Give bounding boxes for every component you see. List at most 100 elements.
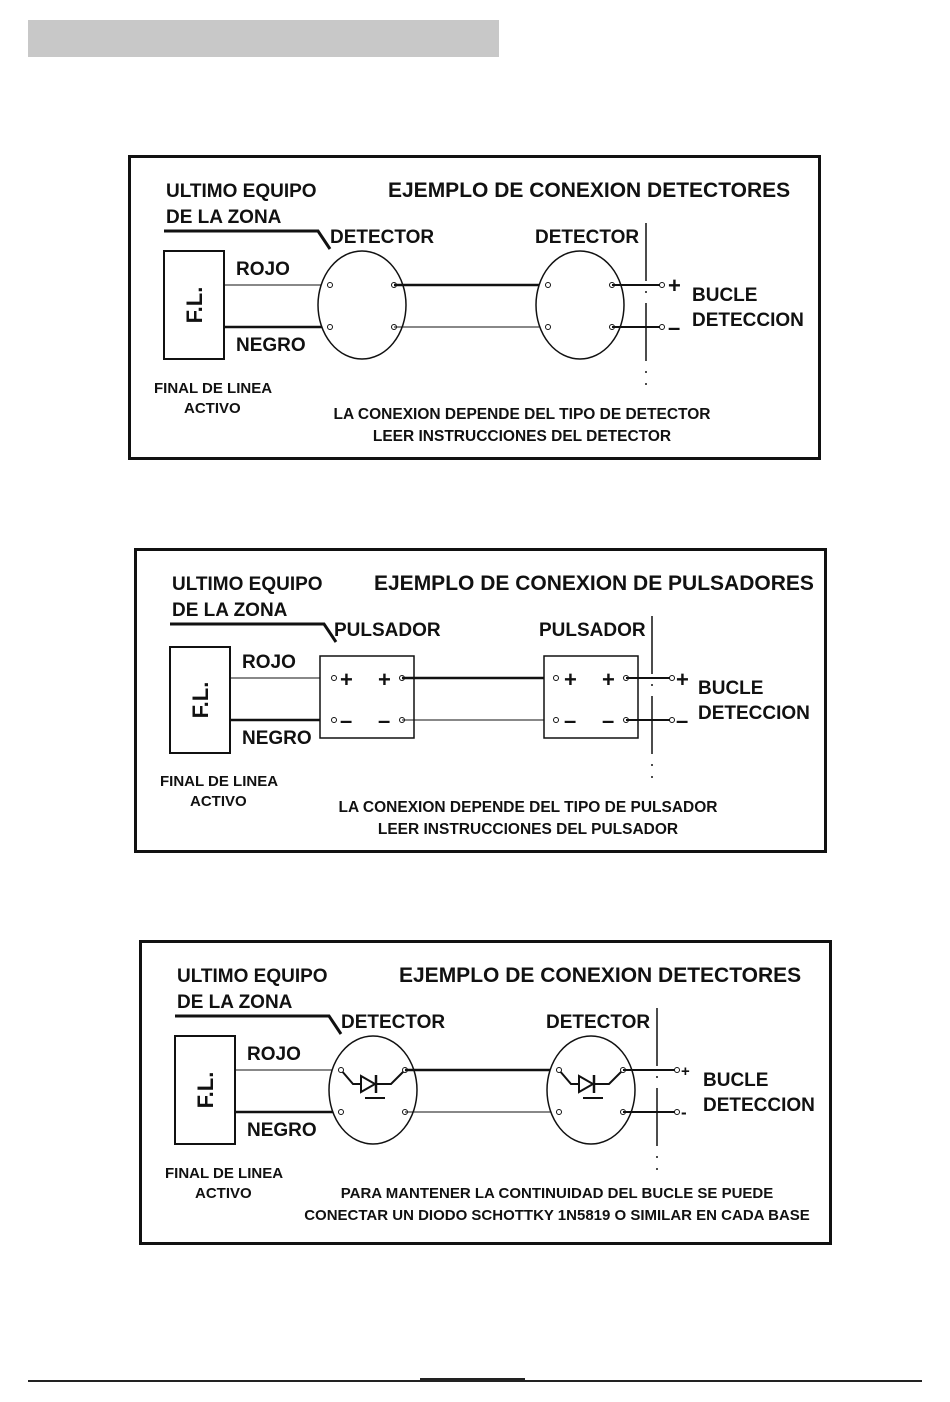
terminal bbox=[331, 717, 337, 723]
terminal bbox=[338, 1067, 344, 1073]
wire-top-label: ROJO bbox=[242, 652, 296, 673]
fl-caption-line1: FINAL DE LINEA bbox=[160, 773, 278, 790]
minus-sign: – bbox=[340, 708, 352, 733]
diagram-frame bbox=[128, 155, 821, 460]
loop-label-line1: BUCLE bbox=[692, 285, 757, 306]
header-bar bbox=[28, 20, 499, 57]
fl-caption-line2: ACTIVO bbox=[184, 400, 241, 417]
minus-sign: – bbox=[378, 708, 390, 733]
pushbutton-left bbox=[319, 655, 415, 739]
fl-box bbox=[169, 646, 231, 754]
fl-caption-line2: ACTIVO bbox=[190, 793, 247, 810]
fl-label: F.L. bbox=[188, 682, 213, 719]
footer-rule bbox=[28, 1380, 922, 1382]
pointer-arrow bbox=[164, 229, 332, 250]
loop-label-line2: DETECCION bbox=[692, 310, 804, 331]
detector-right bbox=[535, 250, 625, 360]
minus-sign: – bbox=[668, 315, 680, 340]
minus-sign: - bbox=[681, 1103, 687, 1122]
device-left-label: DETECTOR bbox=[341, 1012, 445, 1033]
detector-left bbox=[317, 250, 407, 360]
fl-box bbox=[163, 250, 225, 360]
pointer-arrow bbox=[175, 1014, 343, 1035]
terminal bbox=[556, 1067, 562, 1073]
loop-label-line1: BUCLE bbox=[703, 1070, 768, 1091]
last-device-label-line1: ULTIMO EQUIPO bbox=[166, 181, 317, 202]
pushbutton-right bbox=[543, 655, 639, 739]
loop-terminal bbox=[659, 282, 665, 288]
diagram-detectors-svg: EJEMPLO DE CONEXION DETECTORES ULTIMO EQ… bbox=[128, 155, 821, 460]
last-device-label-line1: ULTIMO EQUIPO bbox=[172, 574, 323, 595]
device-right-label: PULSADOR bbox=[539, 620, 646, 641]
pointer-arrow bbox=[170, 622, 338, 643]
loop-terminal bbox=[674, 1067, 680, 1073]
terminal bbox=[545, 282, 551, 288]
terminal bbox=[553, 717, 559, 723]
terminal bbox=[545, 324, 551, 330]
loop-label-line1: BUCLE bbox=[698, 678, 763, 699]
fl-label: F.L. bbox=[193, 1072, 218, 1109]
fl-caption-line1: FINAL DE LINEA bbox=[154, 380, 272, 397]
note-line2: LEER INSTRUCCIONES DEL DETECTOR bbox=[373, 428, 671, 445]
minus-sign: – bbox=[564, 708, 576, 733]
terminal bbox=[331, 675, 337, 681]
wire-top-label: ROJO bbox=[236, 259, 290, 280]
note-line1: LA CONEXION DEPENDE DEL TIPO DE DETECTOR bbox=[334, 406, 711, 423]
diagram-title: EJEMPLO DE CONEXION DETECTORES bbox=[388, 179, 790, 202]
fl-box bbox=[174, 1035, 236, 1145]
note-line2: CONECTAR UN DIODO SCHOTTKY 1N5819 O SIMI… bbox=[304, 1207, 810, 1224]
note-line1: PARA MANTENER LA CONTINUIDAD DEL BUCLE S… bbox=[341, 1185, 774, 1202]
diode-symbol bbox=[340, 1069, 406, 1099]
plus-sign: + bbox=[378, 667, 391, 692]
diode-symbol bbox=[558, 1069, 624, 1099]
device-right-label: DETECTOR bbox=[535, 227, 639, 248]
diagram-detectors: EJEMPLO DE CONEXION DETECTORES ULTIMO EQ… bbox=[128, 155, 822, 461]
terminal bbox=[327, 324, 333, 330]
diagram-detectors-diode-svg: EJEMPLO DE CONEXION DETECTORES ULTIMO EQ… bbox=[139, 940, 832, 1245]
minus-sign: – bbox=[676, 708, 688, 733]
diagram-frame bbox=[139, 940, 832, 1245]
loop-terminal bbox=[659, 324, 665, 330]
note-line1: LA CONEXION DEPENDE DEL TIPO DE PULSADOR bbox=[339, 799, 718, 816]
diagram-title: EJEMPLO DE CONEXION DE PULSADORES bbox=[374, 572, 814, 595]
minus-sign: – bbox=[602, 708, 614, 733]
loop-terminal bbox=[674, 1109, 680, 1115]
diagram-frame bbox=[134, 548, 827, 853]
fl-caption-line2: ACTIVO bbox=[195, 1185, 252, 1202]
loop-label-line2: DETECCION bbox=[703, 1095, 815, 1116]
loop-label-line2: DETECCION bbox=[698, 703, 810, 724]
device-left-label: DETECTOR bbox=[330, 227, 434, 248]
diagram-pulsadores-svg: EJEMPLO DE CONEXION DE PULSADORES ULTIMO… bbox=[134, 548, 827, 853]
last-device-label-line1: ULTIMO EQUIPO bbox=[177, 966, 328, 987]
plus-sign: + bbox=[676, 667, 689, 692]
loop-terminal bbox=[669, 717, 675, 723]
diagram-detectors-diode: EJEMPLO DE CONEXION DETECTORES ULTIMO EQ… bbox=[139, 940, 833, 1246]
terminal bbox=[338, 1109, 344, 1115]
device-left-label: PULSADOR bbox=[334, 620, 441, 641]
last-device-label-line2: DE LA ZONA bbox=[166, 207, 282, 228]
device-right-label: DETECTOR bbox=[546, 1012, 650, 1033]
note-line2: LEER INSTRUCCIONES DEL PULSADOR bbox=[378, 821, 678, 838]
wire-bottom-label: NEGRO bbox=[247, 1120, 317, 1141]
last-device-label-line2: DE LA ZONA bbox=[177, 992, 293, 1013]
plus-sign: + bbox=[681, 1063, 690, 1080]
diagram-pulsadores: EJEMPLO DE CONEXION DE PULSADORES ULTIMO… bbox=[134, 548, 828, 854]
diagram-title: EJEMPLO DE CONEXION DETECTORES bbox=[399, 964, 801, 987]
plus-sign: + bbox=[668, 273, 681, 298]
detector-left bbox=[328, 1035, 418, 1145]
plus-sign: + bbox=[564, 667, 577, 692]
wire-bottom-label: NEGRO bbox=[236, 335, 306, 356]
fl-label: F.L. bbox=[182, 287, 207, 324]
last-device-label-line2: DE LA ZONA bbox=[172, 600, 288, 621]
terminal bbox=[553, 675, 559, 681]
detector-right bbox=[546, 1035, 636, 1145]
wire-bottom-label: NEGRO bbox=[242, 728, 312, 749]
loop-terminal bbox=[669, 675, 675, 681]
terminal bbox=[556, 1109, 562, 1115]
plus-sign: + bbox=[602, 667, 615, 692]
plus-sign: + bbox=[340, 667, 353, 692]
wire-top-label: ROJO bbox=[247, 1044, 301, 1065]
terminal bbox=[327, 282, 333, 288]
footer-mark bbox=[420, 1378, 525, 1381]
fl-caption-line1: FINAL DE LINEA bbox=[165, 1165, 283, 1182]
